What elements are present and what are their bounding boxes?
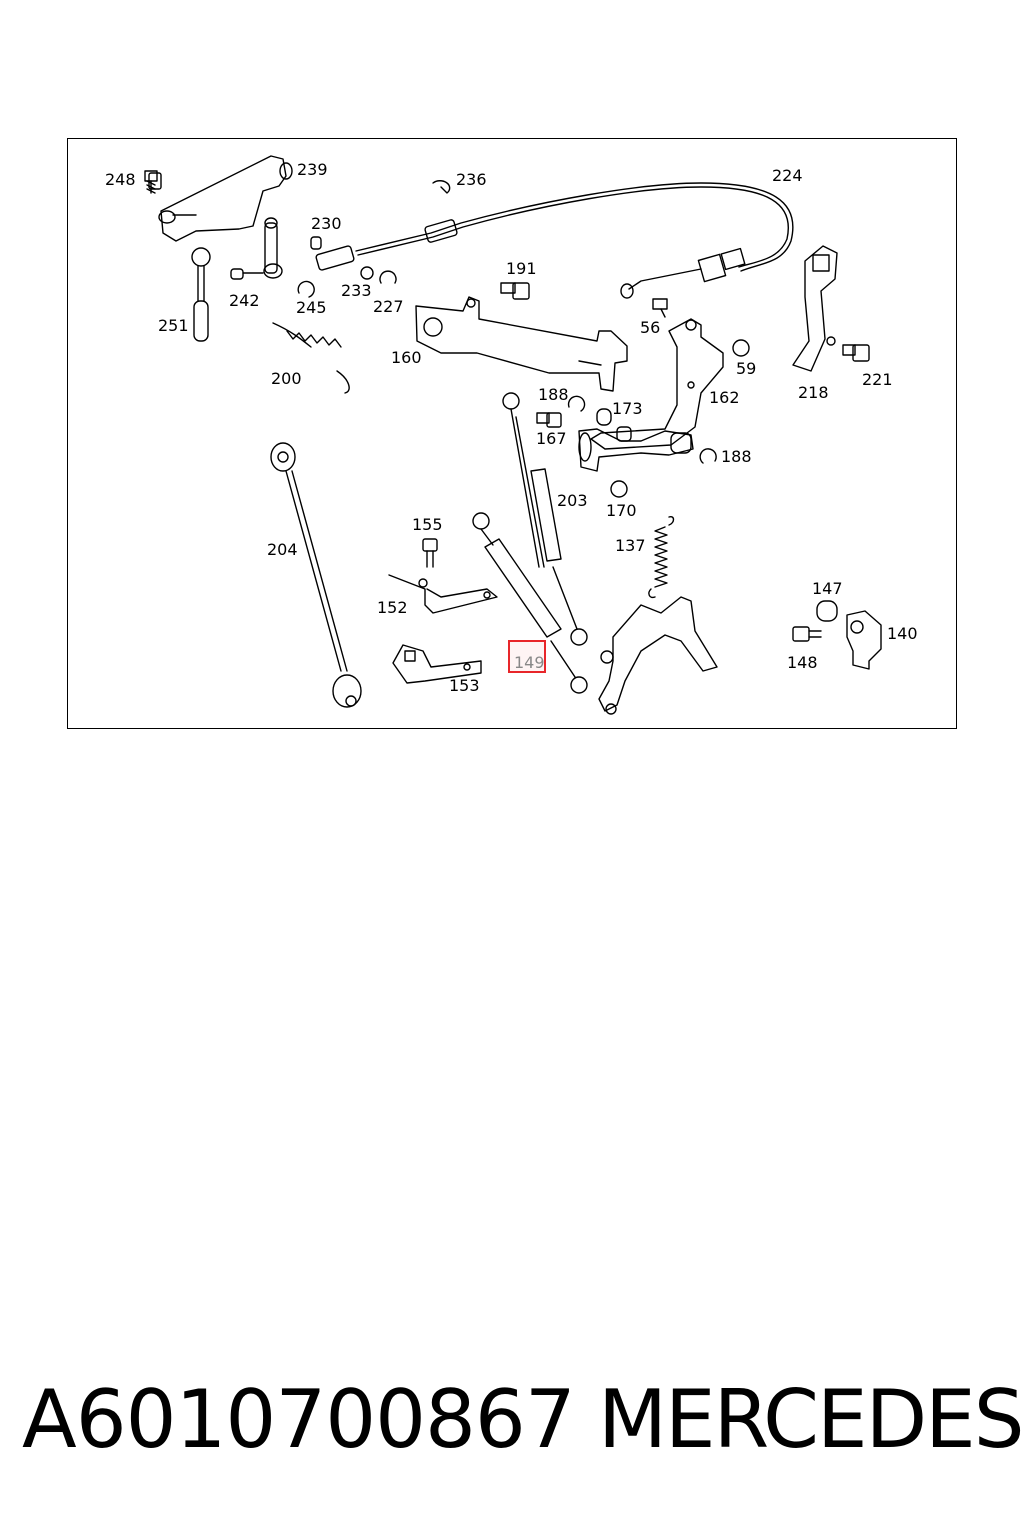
part-number: A6010700867 [22, 1373, 576, 1466]
callout-137: 137 [615, 536, 646, 555]
part-153-bracket [392, 644, 482, 684]
part-162-plate [590, 318, 724, 450]
callout-173: 173 [612, 399, 643, 418]
callout-251: 251 [158, 316, 189, 335]
callout-200: 200 [271, 369, 302, 388]
callout-140: 140 [887, 624, 918, 643]
callout-236: 236 [456, 170, 487, 189]
exploded-parts-diagram: 248 239 236 224 230 191 242 245 233 227 … [105, 155, 918, 715]
part-56-bolt [652, 298, 668, 318]
callout-148: 148 [787, 653, 818, 672]
part-224-cable [315, 182, 794, 299]
part-152-bracket [388, 574, 498, 614]
callout-221: 221 [862, 370, 893, 389]
part-173-bushing [596, 408, 612, 426]
part-248-bolt [144, 170, 162, 194]
callout-labels: 248 239 236 224 230 191 242 245 233 227 … [105, 160, 918, 695]
callout-248: 248 [105, 170, 136, 189]
brand-name: MERCEDES [598, 1373, 1024, 1466]
part-167-bolt [536, 412, 562, 428]
callout-191: 191 [506, 259, 537, 278]
callout-56: 56 [640, 318, 660, 337]
part-147-bushing [816, 600, 838, 622]
parts-diagram-frame: 248 239 236 224 230 191 242 245 233 227 … [67, 138, 957, 729]
callout-224: 224 [772, 166, 803, 185]
part-191-bolt [500, 282, 530, 300]
callout-188-lower: 188 [721, 447, 752, 466]
part-148-bolt [792, 626, 822, 642]
part-shift-lever [598, 596, 718, 715]
footer: A6010700867 MERCEDES [0, 1370, 1024, 1480]
callout-162: 162 [709, 388, 740, 407]
callout-155: 155 [412, 515, 443, 534]
part-245-clip [297, 280, 315, 298]
part-227-clip [379, 270, 397, 284]
part-251-rod [191, 247, 211, 342]
part-149-strut [472, 512, 588, 694]
callout-242: 242 [229, 291, 260, 310]
callout-188-upper: 188 [538, 385, 569, 404]
part-204-rod [270, 442, 362, 708]
part-236-clip [432, 180, 451, 194]
callout-152: 152 [377, 598, 408, 617]
callout-239: 239 [297, 160, 328, 179]
callout-233: 233 [341, 281, 372, 300]
part-203-strut [502, 392, 588, 646]
part-218-bracket [792, 245, 838, 372]
part-155-bolt [422, 538, 438, 568]
part-239-bracket [158, 155, 293, 242]
part-160-bracket [415, 296, 628, 392]
callout-149: 149 [514, 653, 545, 672]
callout-59: 59 [736, 359, 756, 378]
part-221-bolt [842, 344, 870, 362]
part-242-lever [230, 217, 283, 280]
callout-245: 245 [296, 298, 327, 317]
highlight-box-149 [508, 640, 546, 673]
callout-227: 227 [373, 297, 404, 316]
callout-153: 153 [449, 676, 480, 695]
part-137-spring [648, 515, 675, 599]
callout-160: 160 [391, 348, 422, 367]
part-140-mount [846, 610, 882, 670]
callout-203: 203 [557, 491, 588, 510]
callout-170: 170 [606, 501, 637, 520]
part-188-clip-b [699, 448, 717, 464]
part-188-clip-a [567, 395, 586, 412]
part-59-nut [732, 339, 750, 357]
part-lever-assembly [578, 426, 694, 472]
part-230-pin [310, 236, 322, 250]
part-233-washer [360, 266, 374, 280]
callout-167: 167 [536, 429, 567, 448]
part-200-spring [272, 322, 350, 394]
callout-230: 230 [311, 214, 342, 233]
callout-204: 204 [267, 540, 298, 559]
callout-147: 147 [812, 579, 843, 598]
part-170-nut [610, 480, 628, 498]
callout-218: 218 [798, 383, 829, 402]
